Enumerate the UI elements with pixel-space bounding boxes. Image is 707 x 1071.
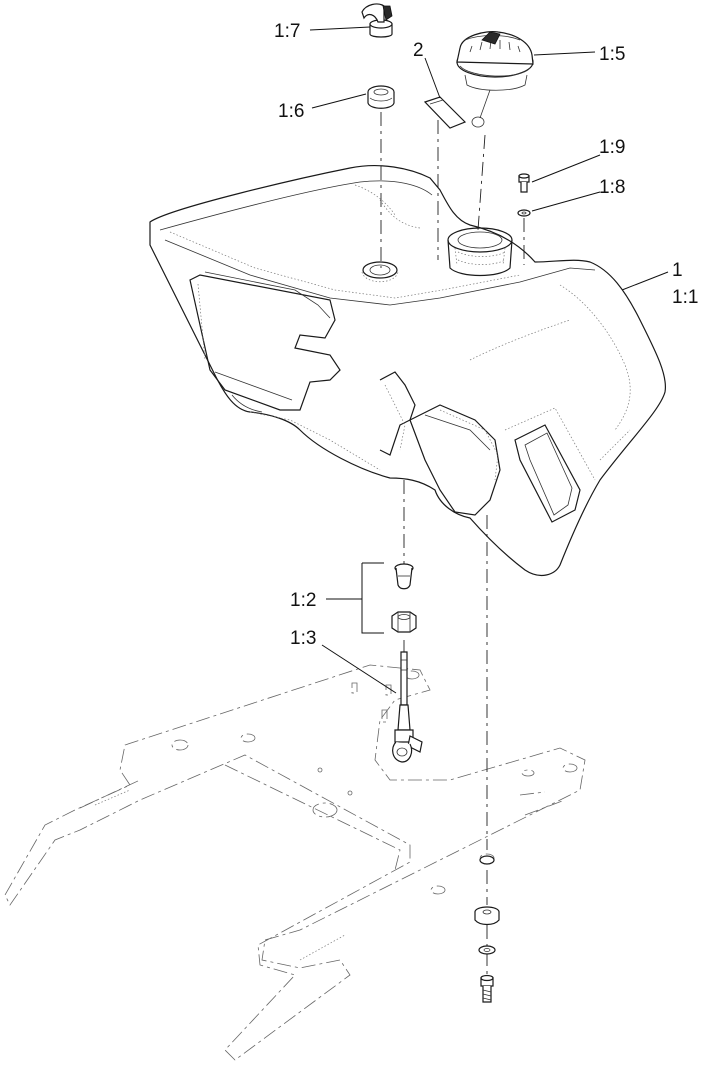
- lower-mount-fasteners: [474, 855, 500, 1003]
- fuel-tank: [149, 165, 667, 577]
- callout-1-3: 1:3: [290, 628, 316, 649]
- callout-leaders: [309, 26, 669, 694]
- part-1-9-screw: [518, 173, 530, 193]
- callout-1-2: 1:2: [290, 590, 316, 611]
- callout-labels: 1:7 2 1:5 1:6 1:9 1:8 1 1:1 1:2 1:3: [274, 21, 698, 649]
- assembly-centerlines: [380, 112, 525, 975]
- callout-2: 2: [413, 40, 424, 61]
- part-1-5-fuel-cap: [456, 31, 534, 128]
- callout-1-5: 1:5: [599, 44, 625, 65]
- callout-1-6: 1:6: [278, 101, 304, 122]
- callout-1-1: 1:1: [672, 287, 698, 308]
- part-1-3-shutoff-valve: [392, 651, 423, 763]
- part-1-6-grommet: [367, 85, 395, 109]
- callout-1-9: 1:9: [599, 137, 625, 158]
- part-1-7-vent-cap: [361, 3, 393, 38]
- mounting-plate-phantom: [4, 664, 586, 1061]
- part-1-2-bushing-and-nut: [391, 563, 417, 633]
- callout-1-8: 1:8: [599, 177, 625, 198]
- part-1-8-washer: [517, 209, 531, 217]
- part-2-decal: [423, 96, 467, 129]
- callout-1-7: 1:7: [274, 21, 300, 42]
- callout-1: 1: [672, 260, 683, 281]
